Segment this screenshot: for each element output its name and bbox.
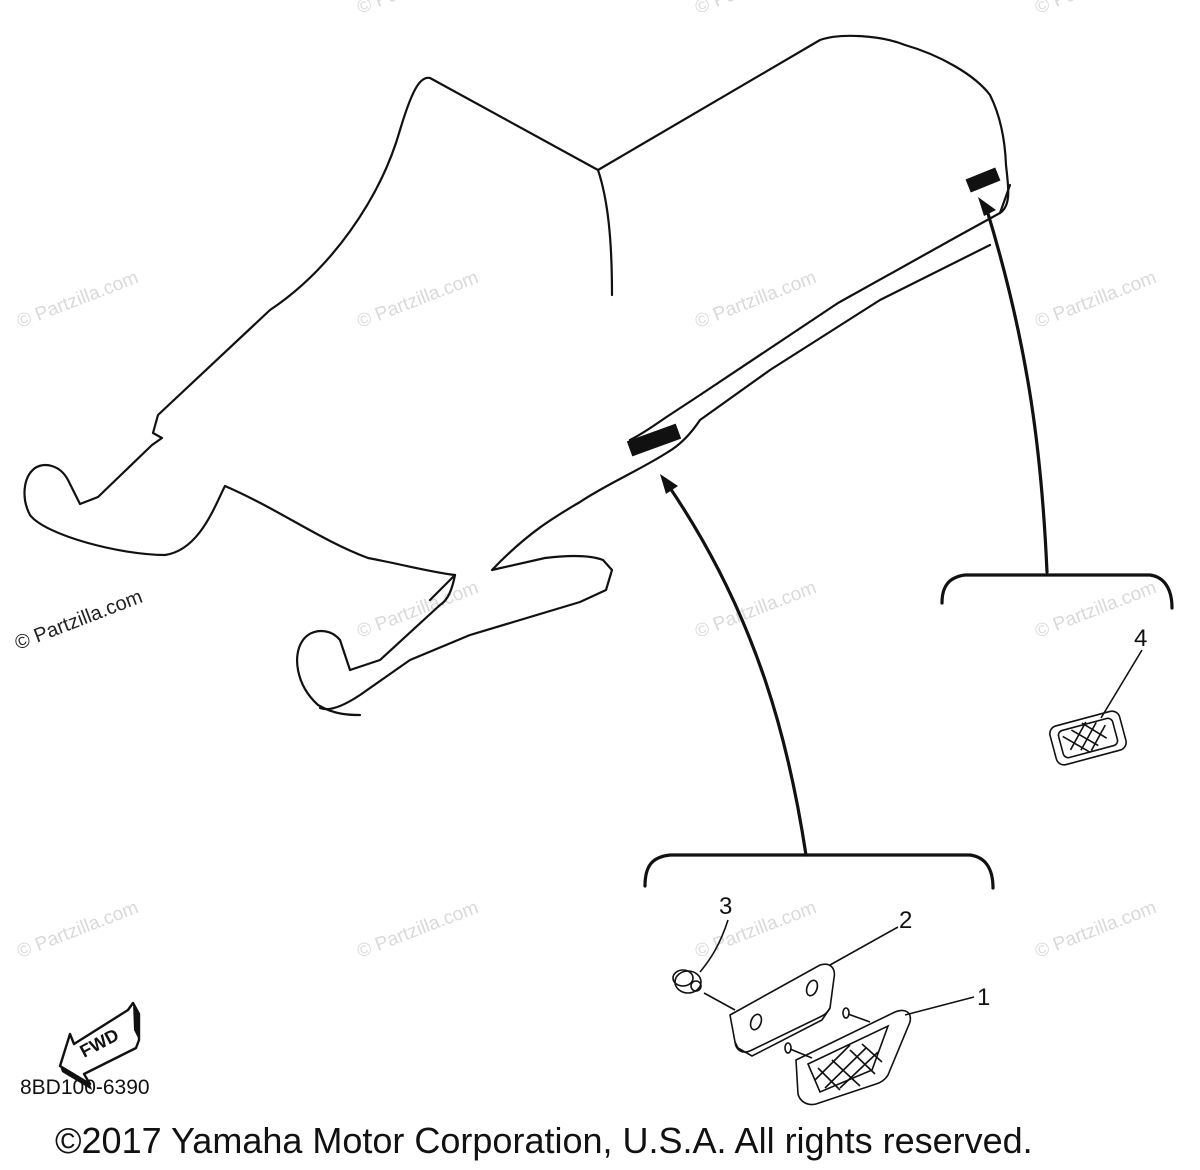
callout-line-1 bbox=[904, 996, 975, 1016]
watermark: © Partzilla.com bbox=[1032, 267, 1159, 332]
reflector-part-1 bbox=[784, 1007, 912, 1106]
watermark: © Partzilla.com bbox=[354, 577, 481, 642]
bracket-front bbox=[643, 853, 995, 890]
reflector-part-4 bbox=[1049, 710, 1127, 766]
leader-line-rear bbox=[984, 205, 1049, 574]
diagram-code: 8BD100-6390 bbox=[20, 1076, 150, 1099]
leader-line-front bbox=[666, 483, 808, 857]
watermark: © Partzilla.com bbox=[1032, 0, 1159, 19]
watermark: © Partzilla.com bbox=[692, 897, 819, 962]
copyright-text: ©2017 Yamaha Motor Corporation, U.S.A. A… bbox=[55, 1120, 1033, 1161]
watermark-left: © Partzilla.com bbox=[12, 586, 146, 655]
link-line-3 bbox=[703, 992, 736, 1011]
mount-mark-front bbox=[626, 423, 682, 457]
callout-1: 1 bbox=[977, 984, 990, 1011]
callout-line-4 bbox=[1100, 649, 1143, 719]
watermark: © Partzilla.com bbox=[692, 0, 819, 19]
watermark: © Partzilla.com bbox=[354, 0, 481, 19]
callout-line-2 bbox=[829, 926, 899, 966]
callout-2: 2 bbox=[899, 907, 912, 934]
mount-mark-rear bbox=[965, 167, 1001, 193]
leader-arrow-rear bbox=[978, 197, 996, 216]
watermark: © Partzilla.com bbox=[14, 267, 141, 332]
watermark: © Partzilla.com bbox=[692, 267, 819, 332]
bracket-rear bbox=[940, 573, 1174, 610]
leader-arrow-front bbox=[660, 474, 678, 494]
watermark: © Partzilla.com bbox=[354, 897, 481, 962]
callout-line-3 bbox=[699, 919, 729, 973]
callout-4: 4 bbox=[1134, 625, 1147, 652]
plate-part-2 bbox=[729, 963, 836, 1057]
watermark-layer: © Partzilla.com © Partzilla.com © Partzi… bbox=[14, 0, 1159, 963]
fwd-arrow-icon: FWD bbox=[58, 1001, 141, 1090]
watermark: © Partzilla.com bbox=[354, 267, 481, 332]
nut-part-3 bbox=[672, 969, 702, 994]
snowmobile-outline bbox=[23, 34, 1012, 717]
watermark: © Partzilla.com bbox=[692, 577, 819, 642]
watermark: © Partzilla.com bbox=[14, 897, 141, 962]
callout-3: 3 bbox=[719, 893, 732, 920]
watermark: © Partzilla.com bbox=[1032, 897, 1159, 962]
